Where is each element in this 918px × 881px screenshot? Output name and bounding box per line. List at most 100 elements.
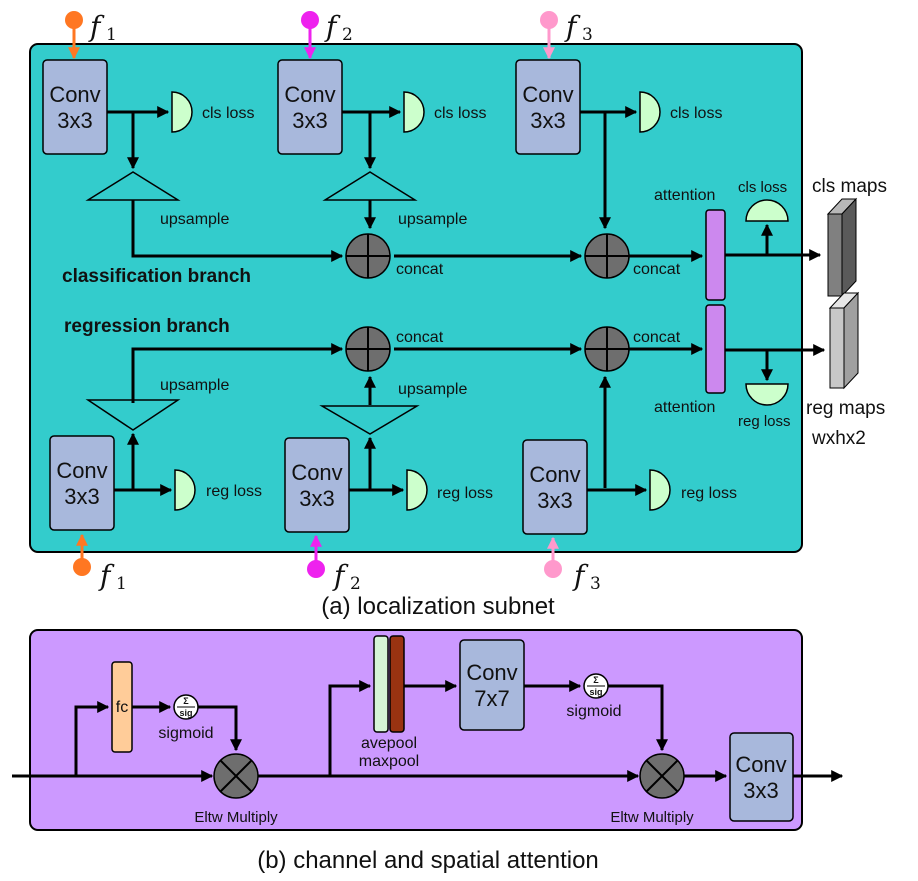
svg-text:3x3: 3x3 [530, 108, 565, 133]
cls-loss-label-1: cls loss [202, 105, 254, 122]
svg-text:3x3: 3x3 [299, 486, 334, 511]
conv-block-reg-3: Conv 3x3 [522, 439, 588, 535]
attention-bar-reg [705, 304, 726, 394]
sigmoid-icon-1: Σ sig [173, 694, 199, 720]
avepool-label: avepool [361, 735, 417, 752]
svg-text:3x3: 3x3 [743, 778, 778, 803]
caption-localization-subnet: (a) localization subnet [321, 593, 555, 620]
cls-loss-head-1 [171, 91, 193, 133]
upsample-triangle-reg-1 [85, 399, 181, 431]
cls-maps-label: cls maps [812, 176, 887, 197]
cls-maps-volume [826, 197, 858, 298]
svg-text:Σ: Σ [593, 675, 599, 685]
map-size-label: wxhx2 [811, 428, 866, 449]
svg-text:Conv: Conv [529, 462, 580, 487]
fc-block: fc [111, 661, 133, 753]
svg-text:Σ: Σ [183, 696, 189, 706]
svg-text:3x3: 3x3 [64, 484, 99, 509]
svg-text:Conv: Conv [522, 82, 573, 107]
feature-f1-symbol-bottom: f [98, 559, 115, 592]
classification-branch-label: classification branch [62, 266, 251, 287]
reg-loss-label-2: reg loss [437, 485, 493, 502]
feature-f3-symbol-bottom: f [572, 559, 589, 592]
reg-loss-head-3 [649, 469, 671, 511]
feature-f2-subscript: 2 [342, 25, 353, 45]
svg-text:Conv: Conv [735, 752, 786, 777]
concat-node-reg-1 [345, 326, 391, 372]
reg-loss-label-3: reg loss [681, 485, 737, 502]
attention-label-cls: attention [654, 187, 715, 204]
reg-maps-volume [828, 291, 860, 390]
conv-block-reg-2: Conv 3x3 [284, 437, 350, 533]
reg-loss-head-1 [174, 469, 196, 511]
cls-loss-head-final [745, 199, 789, 222]
cls-loss-head-3 [639, 91, 661, 133]
cls-loss-label-2: cls loss [434, 105, 486, 122]
svg-text:Conv: Conv [291, 460, 342, 485]
eltw-multiply-label-2: Eltw Multiply [610, 809, 694, 826]
concat-node-cls-1 [345, 233, 391, 279]
svg-text:Conv: Conv [49, 82, 100, 107]
svg-text:Conv: Conv [466, 660, 517, 685]
svg-text:3x3: 3x3 [57, 108, 92, 133]
svg-text:sig: sig [179, 708, 192, 718]
reg-loss-head-final [745, 383, 789, 406]
sigmoid-label-1: sigmoid [158, 725, 213, 742]
sigmoid-icon-2: Σ sig [583, 673, 609, 699]
regression-branch-label: regression branch [64, 316, 230, 337]
feature-f3-subscript: 3 [582, 25, 593, 45]
localization-panel [29, 43, 803, 553]
upsample-label-reg-2: upsample [398, 381, 467, 398]
reg-loss-label-1: reg loss [206, 483, 262, 500]
eltw-multiply-node-1 [213, 753, 259, 799]
maxpool-bar [389, 635, 405, 733]
concat-label-cls-1: concat [396, 261, 444, 278]
conv-block-cls-2: Conv 3x3 [277, 59, 343, 155]
concat-label-cls-2: concat [633, 261, 681, 278]
feature-f3-subscript-bottom: 3 [590, 574, 601, 594]
cls-loss-label-final: cls loss [738, 179, 787, 196]
concat-node-reg-2 [584, 326, 630, 372]
upsample-label-cls-2: upsample [398, 211, 467, 228]
feature-f1-subscript: 1 [106, 25, 117, 45]
attention-panel [29, 629, 803, 831]
feature-f1-subscript-bottom: 1 [116, 574, 127, 594]
reg-loss-label-final: reg loss [738, 413, 791, 430]
feature-f2-subscript-bottom: 2 [350, 574, 361, 594]
sigmoid-label-2: sigmoid [566, 703, 621, 720]
svg-text:3x3: 3x3 [537, 488, 572, 513]
attention-label-reg: attention [654, 399, 715, 416]
svg-text:3x3: 3x3 [292, 108, 327, 133]
feature-f2-symbol-bottom: f [332, 559, 349, 592]
concat-node-cls-2 [584, 233, 630, 279]
conv-block-3x3-final: Conv 3x3 [729, 732, 794, 822]
svg-text:Conv: Conv [284, 82, 335, 107]
attention-bar-cls [705, 209, 726, 301]
upsample-label-reg-1: upsample [160, 377, 229, 394]
concat-label-reg-1: concat [396, 329, 444, 346]
cls-loss-label-3: cls loss [670, 105, 722, 122]
concat-label-reg-2: concat [633, 329, 681, 346]
svg-text:fc: fc [116, 699, 128, 716]
reg-loss-head-2 [406, 469, 428, 511]
maxpool-label: maxpool [359, 753, 419, 770]
upsample-triangle-reg-2 [319, 405, 420, 435]
reg-maps-label: reg maps [806, 398, 885, 419]
conv-block-cls-3: Conv 3x3 [515, 59, 581, 155]
svg-text:7x7: 7x7 [474, 686, 509, 711]
cls-loss-head-2 [403, 91, 425, 133]
caption-channel-spatial-attention: (b) channel and spatial attention [257, 847, 599, 874]
conv-block-cls-1: Conv 3x3 [42, 59, 108, 155]
feature-f1-symbol: f [88, 10, 105, 43]
svg-text:sig: sig [589, 687, 602, 697]
conv-block-7x7: Conv 7x7 [459, 639, 525, 731]
feature-f3-symbol: f [564, 10, 581, 43]
conv-block-reg-1: Conv 3x3 [49, 435, 115, 531]
svg-text:Conv: Conv [56, 458, 107, 483]
upsample-label-cls-1: upsample [160, 211, 229, 228]
avepool-bar [373, 635, 389, 733]
eltw-multiply-node-2 [639, 753, 685, 799]
eltw-multiply-label-1: Eltw Multiply [194, 809, 278, 826]
feature-f2-symbol: f [324, 10, 341, 43]
